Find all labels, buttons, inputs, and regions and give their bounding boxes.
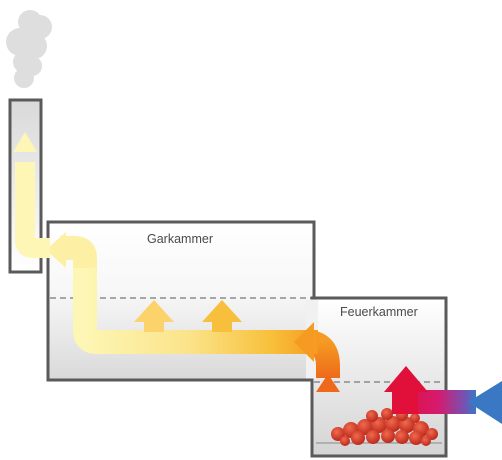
flow-arrowhead-left [294,322,314,362]
cooking-chamber-label: Garkammer [147,232,213,246]
fire-chamber-label: Feuerkammer [340,305,418,319]
flow-arrowhead-left-top [46,232,66,268]
heat-rise-arrow-icon [384,366,428,414]
embers-icon [331,408,438,446]
heat-rise-arrow-icon [202,300,242,332]
chimney-exit-arrow-icon [13,132,37,152]
smoke-cloud-icon [6,10,52,88]
left-riser-flow [60,236,97,268]
heat-rise-arrow-icon [134,300,174,332]
horizontal-flow [73,266,318,354]
